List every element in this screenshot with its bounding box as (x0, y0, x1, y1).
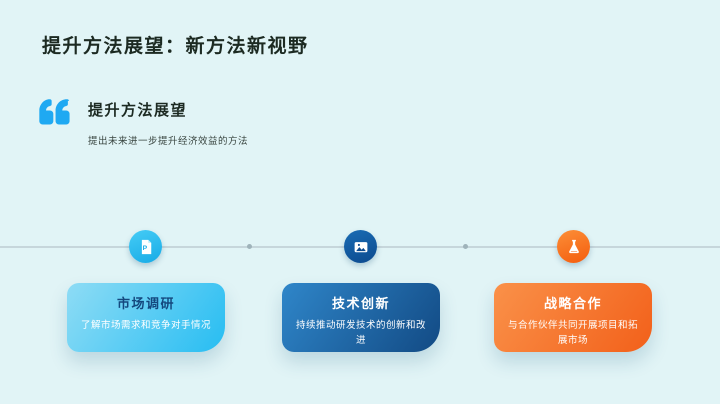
flask-icon (568, 239, 579, 253)
quote-subtitle: 提出未来进一步提升经济效益的方法 (88, 136, 249, 147)
timeline-dot (247, 244, 252, 249)
card-tech-innovation: 技术创新 持续推动研发技术的创新和改进 (282, 283, 440, 352)
timeline-node-tech-innovation (344, 230, 377, 263)
page-title: 提升方法展望：新方法新视野 (42, 36, 309, 57)
image-icon (354, 241, 367, 252)
quote-heading: 提升方法展望 (88, 102, 188, 119)
timeline-dot (463, 244, 468, 249)
card-title: 技术创新 (331, 296, 390, 311)
timeline-node-strategic-cooperation (557, 230, 590, 263)
card-description: 持续推动研发技术的创新和改进 (296, 320, 427, 346)
card-title: 市场调研 (116, 296, 175, 311)
card-description: 了解市场需求和竞争对手情况 (81, 320, 212, 331)
card-description: 与合作伙伴共同开展项目和拓展市场 (508, 320, 639, 346)
quote-icon (39, 99, 70, 125)
card-strategic-cooperation: 战略合作 与合作伙伴共同开展项目和拓展市场 (494, 283, 652, 352)
document-icon: P (141, 239, 151, 254)
card-market-research: 市场调研 了解市场需求和竞争对手情况 (67, 283, 225, 352)
card-title: 战略合作 (543, 296, 602, 311)
timeline-node-market-research: P (129, 230, 162, 263)
svg-text:P: P (142, 245, 147, 252)
